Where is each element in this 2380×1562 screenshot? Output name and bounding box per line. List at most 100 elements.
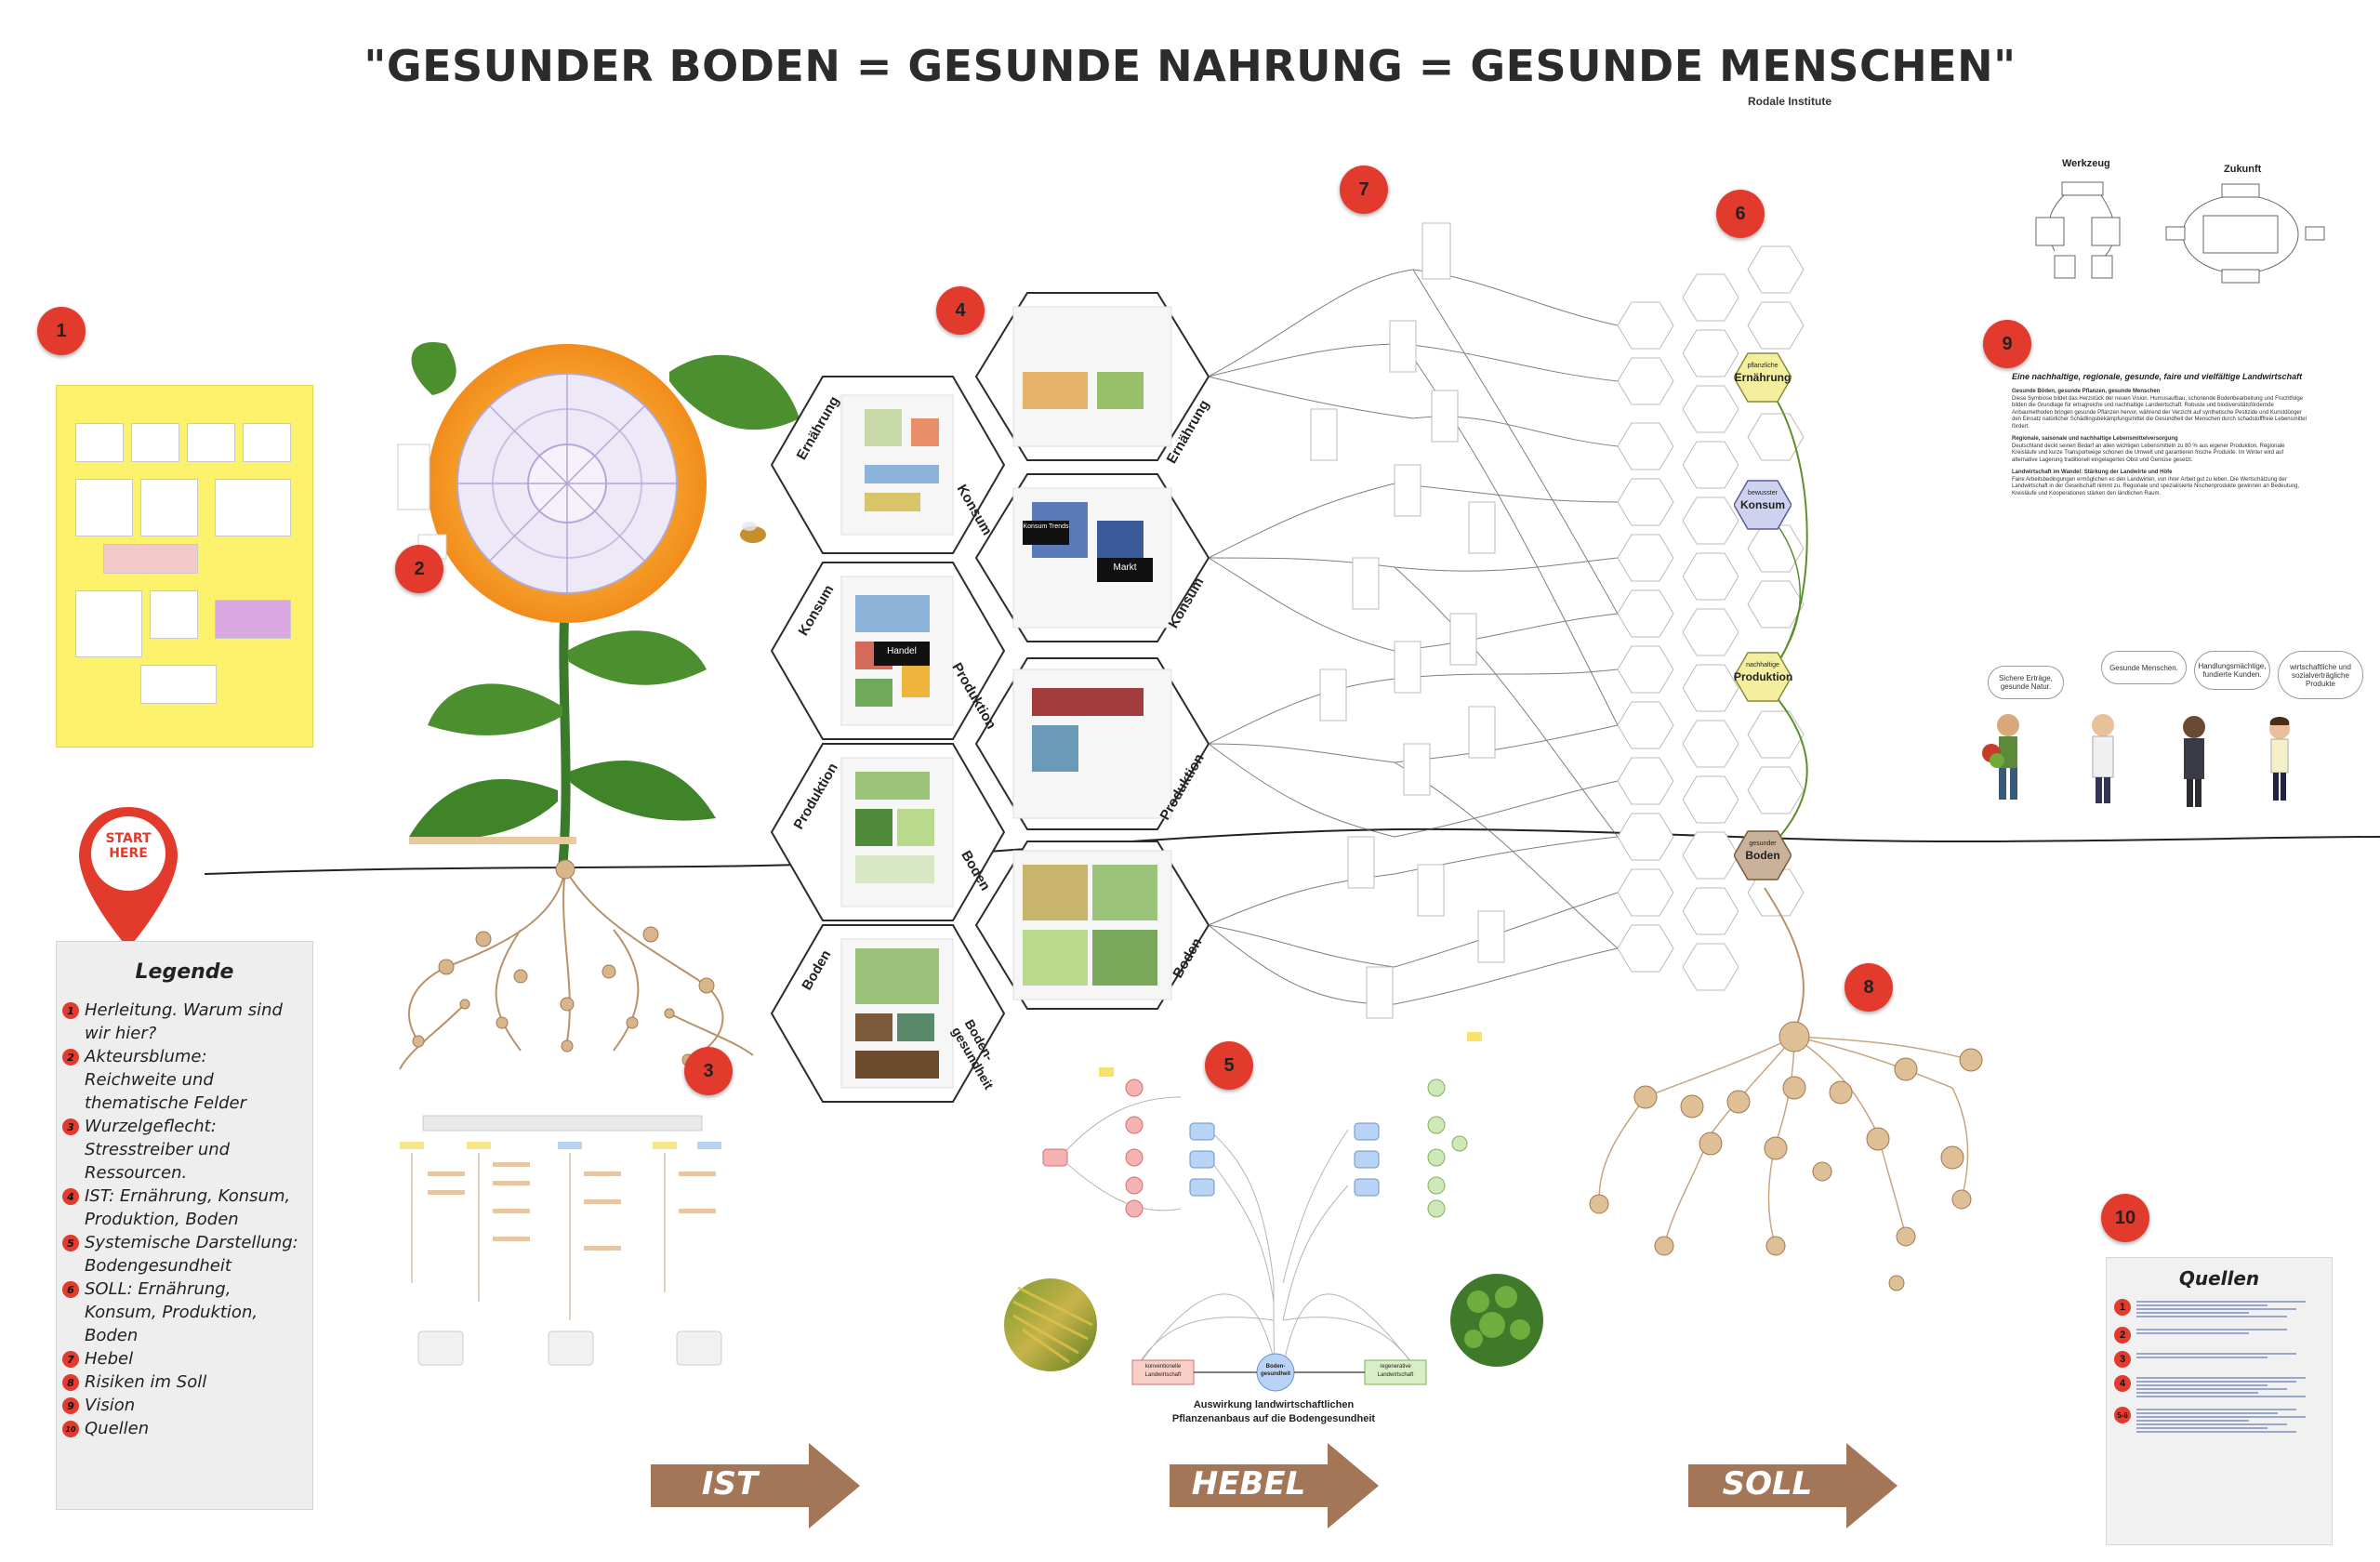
quellen-badge: 2 [2114, 1327, 2131, 1344]
section5-caption: Auswirkung landwirtschaftlichen Pflanzen… [1116, 1398, 1432, 1426]
caption-line2: Pflanzenanbaus auf die Bodengesundheit [1171, 1413, 1376, 1424]
mini-chart [75, 423, 124, 462]
badge-6: 6 [1716, 190, 1765, 238]
soll-node-line2: Ernährung [1734, 371, 1792, 384]
soll-node-line1: nachhaltige [1746, 662, 1779, 668]
quellen-lines [2136, 1375, 2324, 1399]
yellow-poster [56, 385, 313, 748]
sunflower [409, 342, 800, 870]
legend-item-text: SOLL: Ernährung, Konsum, Produktion, Bod… [85, 1279, 258, 1345]
soll-node-line2: Konsum [1740, 498, 1785, 511]
legend-badge: 8 [62, 1374, 79, 1391]
vision-paragraph-head: Regionale, saisonale und nachhaltige Leb… [2012, 436, 2178, 442]
people [1982, 714, 2290, 807]
badge-8: 8 [1844, 963, 1893, 1012]
lever-network [1208, 269, 1619, 1005]
arrow-ist: IST [701, 1465, 759, 1502]
mini-image [75, 590, 142, 657]
badge-9: 9 [1983, 320, 2031, 368]
soll-node-line2: Produktion [1734, 670, 1793, 683]
quellen-lines [2136, 1351, 2324, 1360]
vision-paragraph: Landwirtschaft im Wandel: Stärkung der L… [2012, 470, 2309, 497]
vision-text: Eine nachhaltige, regionale, gesunde, fa… [2012, 372, 2309, 503]
quellen-lines [2136, 1407, 2324, 1435]
vision-paragraph-head: Landwirtschaft im Wandel: Stärkung der L… [2012, 470, 2173, 475]
lever-docs [1310, 222, 1505, 1019]
vision-heading: Eine nachhaltige, regionale, gesunde, fa… [2012, 372, 2303, 381]
mini-table [140, 665, 217, 704]
hex-content [840, 306, 1172, 1089]
soll-node-line1: bewusster [1748, 490, 1778, 496]
mini-table [215, 479, 291, 536]
soll-hexes [1617, 245, 1805, 991]
badge-7: 7 [1340, 165, 1388, 214]
soll-node-line1: pflanzliche [1747, 363, 1778, 369]
ground-line [204, 827, 2380, 875]
legend-item: 3 Wurzelgeflecht: Stresstreiber und Resso… [57, 1115, 312, 1185]
mini-chart [215, 600, 291, 639]
legend-badge: 9 [62, 1397, 79, 1414]
vision-paragraph-head: Gesunde Böden, gesunde Pflanzen, gesunde… [2012, 389, 2161, 394]
quellen-badge: 4 [2114, 1375, 2131, 1392]
label-zukunft: Zukunft [2224, 164, 2262, 175]
vision-paragraph-body: Faire Arbeitsbedingungen ermöglichen es … [2012, 476, 2300, 496]
badge-4: 4 [936, 286, 985, 335]
node-regenerativ: regenerative Landwirtschaft [1377, 1364, 1414, 1378]
node-bodengesundheit: Boden-gesundheit [1260, 1364, 1290, 1377]
quellen-panel: Quellen 1 2 3 4 5-6 [2106, 1257, 2333, 1545]
speech-bubble: Sichere Erträge, gesunde Natur. [1988, 666, 2064, 699]
caption-line1: Auswirkung landwirtschaftlichen [1193, 1399, 1355, 1410]
legend-badge: 4 [62, 1188, 79, 1205]
arrow-soll: SOLL [1722, 1465, 1813, 1502]
legend-item-text: Quellen [85, 1419, 150, 1438]
subtitle: Rodale Institute [1748, 95, 1832, 108]
label-konsum-trends: Konsum Trends [1023, 523, 1069, 530]
legend-item-text: Vision [85, 1396, 136, 1415]
label-handel: Handel [887, 646, 917, 656]
badge-5: 5 [1205, 1041, 1253, 1090]
speech-bubble: wirtschaftliche und sozialverträgliche P… [2278, 651, 2363, 699]
soll-node-boden: gesunder Boden [1733, 829, 1792, 881]
legend-item: 2 Akteursblume: Reichweite und thematisch… [57, 1045, 312, 1115]
soll-node-line1: gesunder [1749, 841, 1777, 847]
risk-nodes [1589, 1021, 1983, 1291]
legend-badge: 2 [62, 1049, 79, 1066]
legend-badge: 3 [62, 1119, 79, 1135]
speech-bubble: Handlungsmächtige, fundierte Kunden. [2194, 651, 2270, 690]
mini-table [75, 479, 133, 536]
here-text: HERE [109, 846, 148, 861]
vision-paragraph: Gesunde Böden, gesunde Pflanzen, gesunde… [2012, 389, 2309, 430]
legend-item-text: Risiken im Soll [85, 1372, 207, 1392]
legend-item-text: Akteursblume: Reichweite und thematische… [85, 1047, 246, 1113]
legend-badge: 7 [62, 1351, 79, 1368]
mini-map [103, 544, 198, 574]
start-pin [79, 807, 178, 948]
page-title: "GESUNDER BODEN = GESUNDE NAHRUNG = GESU… [364, 41, 2016, 91]
werkzeug-zukunft [2035, 181, 2325, 284]
badge-1: 1 [37, 307, 86, 355]
mini-image [150, 590, 198, 639]
legend-item: 9 Vision [57, 1394, 312, 1417]
badge-3: 3 [684, 1047, 733, 1095]
mini-chart [187, 423, 235, 462]
mini-chart [131, 423, 179, 462]
legend-item-text: Systemische Darstellung: Bodengesundheit [85, 1233, 298, 1276]
vision-paragraph-body: Diese Symbiose bildet das Herzstück der … [2012, 395, 2307, 430]
quellen-row: 3 [2107, 1347, 2332, 1371]
legend-item: 8 Risiken im Soll [57, 1370, 312, 1394]
quellen-row: 1 [2107, 1295, 2332, 1323]
vision-paragraph: Regionale, saisonale und nachhaltige Leb… [2012, 436, 2309, 464]
label-werkzeug: Werkzeug [2062, 158, 2110, 169]
vision-paragraph-body: Deutschland deckt seinen Bedarf an allen… [2012, 443, 2285, 463]
soll-node-ernaehrung: pflanzliche Ernährung [1733, 351, 1792, 404]
quellen-badge: 5-6 [2114, 1407, 2131, 1423]
start-text: START [105, 831, 152, 846]
legend-item-text: Wurzelgeflecht: Stresstreiber und Ressou… [85, 1117, 231, 1183]
